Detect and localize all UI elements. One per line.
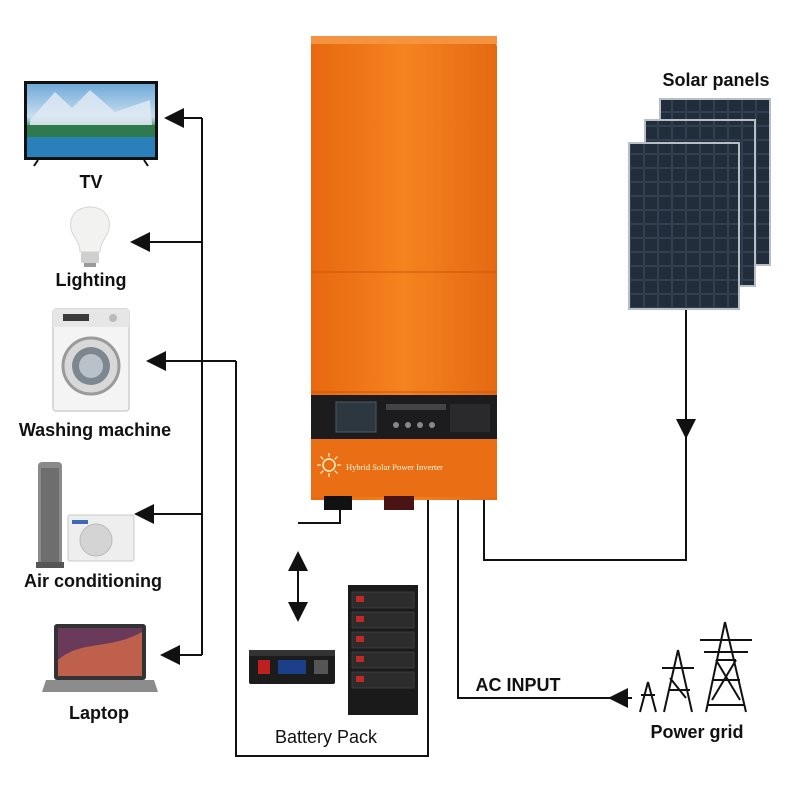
inverter-terminal-black: [324, 496, 352, 510]
label-washing-machine: Washing machine: [19, 420, 171, 440]
ac-input-line: [457, 497, 632, 699]
laptop-icon: [42, 624, 158, 692]
inverter-lcd: [335, 401, 377, 433]
solar-panels-icon: [628, 98, 771, 310]
washing-feed-line: [235, 361, 429, 757]
label-laptop: Laptop: [69, 703, 129, 723]
washing-machine-icon: [52, 308, 130, 412]
hybrid-inverter: Hybrid Solar Power Inverter: [311, 36, 497, 510]
power-grid-icon: [639, 621, 752, 713]
tv-icon: [24, 81, 158, 167]
battery-pack-icon: [249, 585, 418, 715]
inverter-lower-panel: [311, 439, 497, 497]
label-ac-input: AC INPUT: [476, 675, 561, 695]
label-solar-panels: Solar panels: [662, 70, 769, 90]
label-tv: TV: [79, 172, 102, 192]
label-lighting: Lighting: [56, 270, 127, 290]
inverter-brand-text: Hybrid Solar Power Inverter: [346, 462, 443, 472]
air-conditioner-icon: [36, 462, 135, 568]
sun-icon: [317, 453, 341, 477]
light-bulb-icon: [70, 206, 110, 267]
label-power-grid: Power grid: [650, 722, 743, 742]
solar-return-line: [483, 432, 687, 561]
label-air-conditioning: Air conditioning: [24, 571, 162, 591]
labels: TV Lighting Washing machine Air conditio…: [19, 70, 770, 747]
inverter-terminal-red: [384, 496, 414, 510]
label-battery-pack: Battery Pack: [275, 727, 378, 747]
inverter-buttons: [393, 422, 435, 428]
wiring: [130, 108, 696, 757]
